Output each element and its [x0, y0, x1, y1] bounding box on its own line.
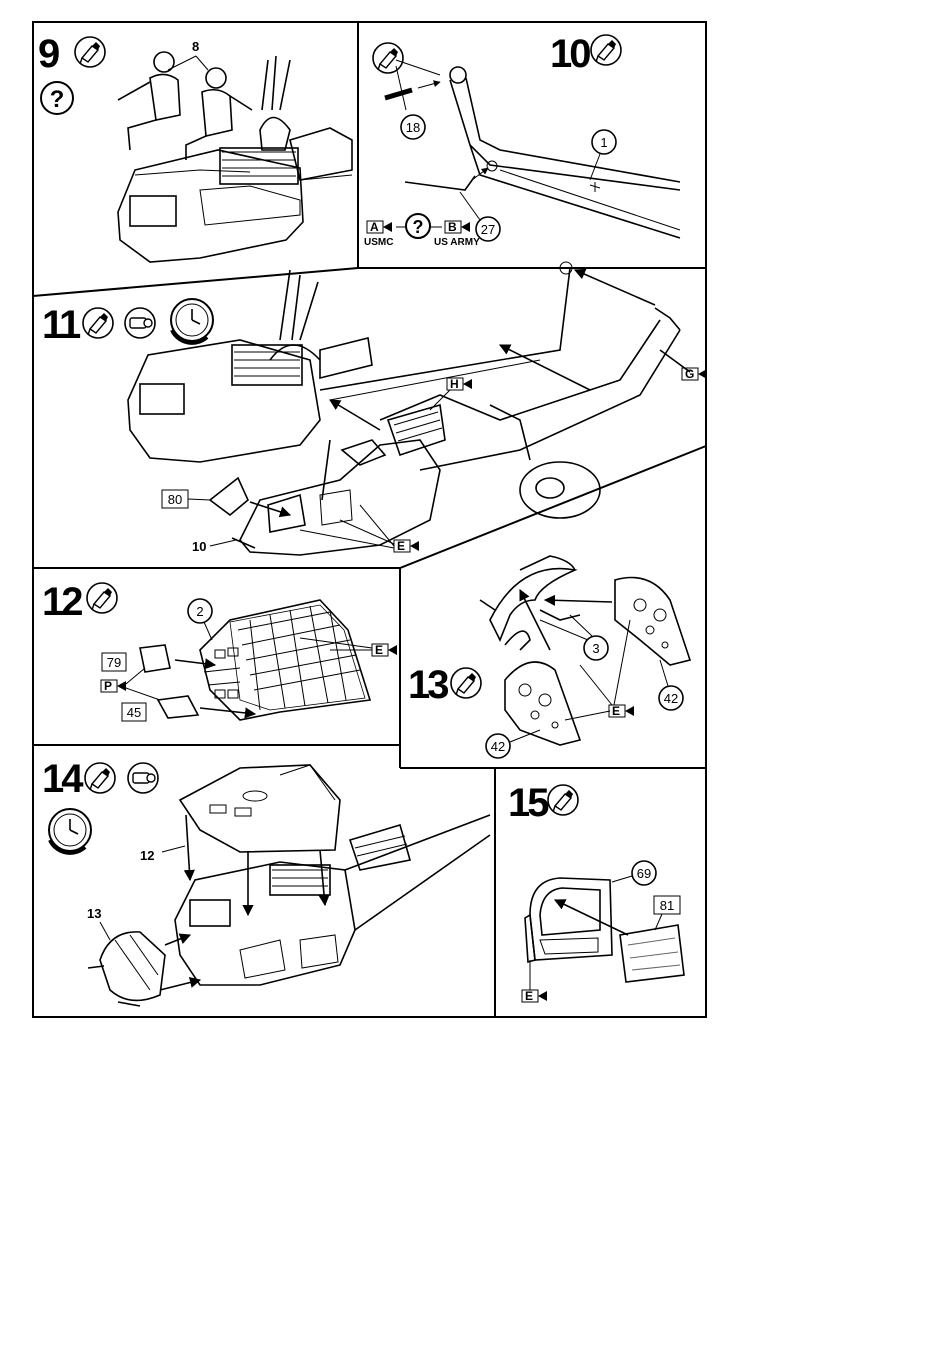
svg-text:E: E — [612, 704, 620, 718]
pilot-figures — [118, 52, 252, 160]
nose-frame-drawing — [480, 556, 580, 650]
svg-text:E: E — [375, 643, 383, 657]
step-11-number: 11 — [42, 303, 81, 347]
svg-text:P: P — [104, 679, 112, 693]
svg-text:?: ? — [50, 86, 65, 113]
step-15-panel: 15 69 81 E — [508, 781, 684, 1003]
step-11-panel: 11 — [42, 262, 707, 555]
svg-text:?: ? — [413, 217, 424, 237]
glue-tube-icon — [83, 308, 113, 338]
step-12-number: 12 — [42, 580, 82, 624]
glue-tube-icon — [548, 785, 578, 815]
marker-E: E — [522, 989, 547, 1003]
part-13-label: 13 — [87, 906, 101, 921]
svg-text:H: H — [450, 377, 459, 391]
paint-pot-icon — [125, 308, 155, 338]
nose-cap-drawing — [88, 932, 165, 1006]
step-12-panel: 12 2 E 79 P — [42, 580, 397, 721]
door-frame-drawing — [525, 878, 612, 962]
svg-text:E: E — [525, 989, 533, 1003]
clock-icon — [171, 299, 213, 343]
glue-tube-icon — [591, 35, 621, 65]
glue-tube-icon — [451, 668, 481, 698]
cockpit-nose-drawing — [232, 440, 440, 555]
tail-boom-drawing — [450, 67, 680, 238]
cockpit-roof-drawing — [200, 600, 370, 720]
part-10-label: 10 — [192, 539, 206, 554]
fuselage-assembly-drawing — [128, 262, 572, 462]
part-45-label: 45 — [127, 705, 141, 720]
fuselage-assembly-drawing — [175, 815, 490, 985]
marker-G: G — [682, 367, 707, 381]
part-1-label: 1 — [600, 135, 607, 150]
svg-text:B: B — [448, 220, 457, 234]
svg-text:E: E — [397, 539, 405, 553]
glue-tube-icon — [85, 763, 115, 793]
step-14-number: 14 — [42, 757, 84, 801]
part-12-label: 12 — [140, 848, 154, 863]
part-27-label: 27 — [481, 222, 495, 237]
part-3-label: 3 — [592, 641, 599, 656]
side-plate-upper-drawing — [615, 578, 690, 666]
part-69-label: 69 — [637, 866, 651, 881]
part-81-label: 81 — [660, 898, 674, 913]
roof-assembly-drawing — [180, 765, 340, 852]
marker-A: A — [367, 220, 392, 234]
svg-text:A: A — [370, 220, 379, 234]
step-9-number: 9 — [38, 32, 59, 76]
marker-H: H — [447, 377, 472, 391]
part-42-label-left: 42 — [491, 739, 505, 754]
step-15-number: 15 — [508, 781, 549, 825]
step-13-number: 13 — [408, 663, 448, 707]
marker-E: E — [372, 643, 397, 657]
step-14-panel: 14 12 13 — [42, 757, 490, 1006]
marker-E: E — [609, 704, 634, 718]
part-79-label: 79 — [107, 655, 121, 670]
svg-text:G: G — [685, 367, 694, 381]
part-80-label: 80 — [168, 492, 182, 507]
clock-icon — [49, 809, 91, 853]
question-mark-icon: ? — [406, 214, 430, 238]
marker-E: E — [394, 539, 419, 553]
step-10-panel: 10 18 1 27 A — [364, 32, 680, 248]
step-10-number: 10 — [550, 32, 590, 76]
question-mark-icon: ? — [41, 82, 73, 114]
step-9-panel: 9 ? 8 — [38, 32, 352, 262]
usmc-label: USMC — [364, 237, 393, 248]
glue-tube-icon — [75, 37, 105, 67]
paint-pot-icon — [128, 763, 158, 793]
part-2-label: 2 — [196, 604, 203, 619]
door-window-drawing — [620, 925, 684, 982]
side-plate-lower-drawing — [505, 662, 580, 745]
part-80-drawing — [210, 478, 248, 515]
marker-P: P — [101, 679, 126, 693]
tail-boom-drawing — [380, 308, 690, 518]
part-42-label-right: 42 — [664, 691, 678, 706]
cockpit-tub-drawing — [118, 56, 352, 262]
marker-B: B — [445, 220, 470, 234]
part-18-label: 18 — [406, 120, 420, 135]
part-8-label: 8 — [192, 39, 199, 54]
us-army-label: US ARMY — [434, 237, 480, 248]
step-13-panel: 13 3 E — [408, 556, 690, 758]
glue-tube-icon — [87, 583, 117, 613]
glue-tube-icon — [373, 43, 403, 73]
